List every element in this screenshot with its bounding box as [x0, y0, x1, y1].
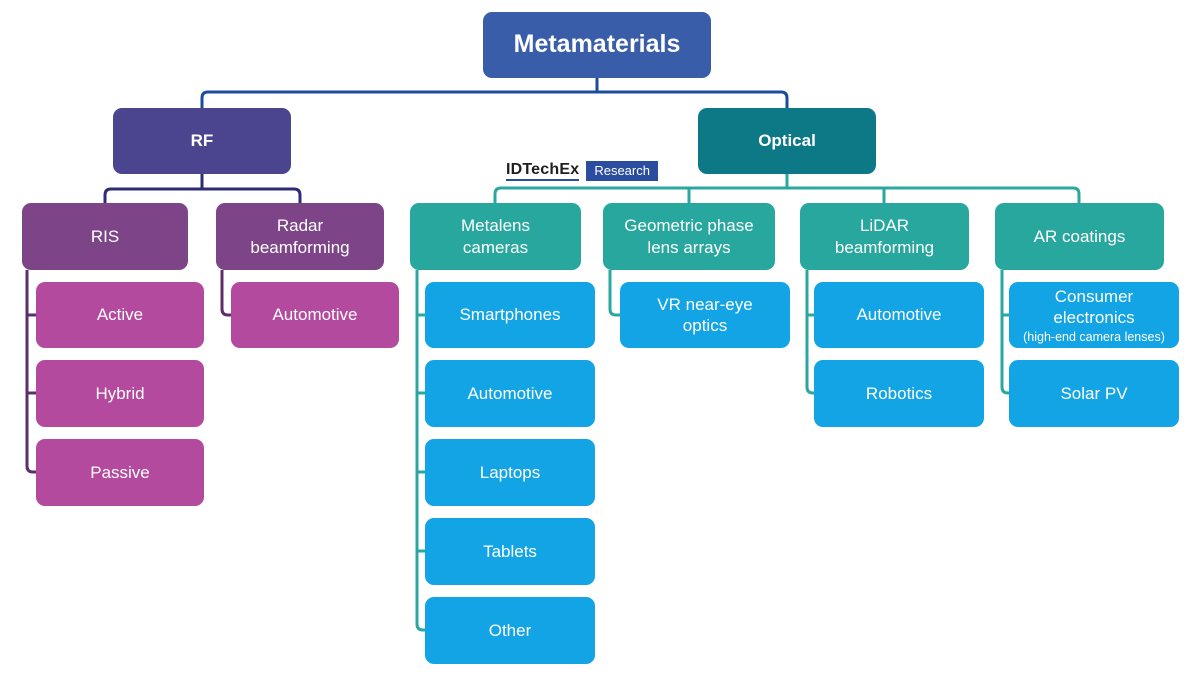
node-tablets: Tablets — [425, 518, 595, 585]
node-label: Laptops — [479, 462, 541, 482]
node-label: Tablets — [483, 541, 537, 561]
idtechex-logo: IDTechEx Research — [506, 159, 658, 183]
node-label: Metamaterials — [513, 30, 681, 59]
node-label: RIS — [90, 226, 120, 246]
node-label: VR near-eye optics — [657, 294, 753, 335]
node-label: Consumer electronics — [1053, 287, 1135, 328]
node-vr-near-eye-optics: VR near-eye optics — [620, 282, 790, 348]
idtechex-brand-text: IDTechEx — [506, 161, 580, 181]
node-other: Other — [425, 597, 595, 664]
node-ar-coatings: AR coatings — [995, 203, 1164, 270]
node-label: RF — [190, 131, 214, 151]
node-sublabel: (high-end camera lenses) — [1023, 329, 1165, 344]
node-label: Passive — [90, 462, 150, 482]
node-active: Active — [36, 282, 204, 348]
node-radar-beamforming: Radar beamforming — [216, 203, 384, 270]
node-radar-automotive: Automotive — [231, 282, 399, 348]
node-label: Active — [96, 305, 144, 325]
node-ris: RIS — [22, 203, 188, 270]
node-geometric-phase-lens-arrays: Geometric phase lens arrays — [603, 203, 775, 270]
node-label: Geometric phase lens arrays — [624, 216, 754, 257]
node-hybrid: Hybrid — [36, 360, 204, 427]
node-label: Smartphones — [459, 305, 561, 325]
node-label: Automotive — [856, 305, 942, 325]
node-rf: RF — [113, 108, 291, 174]
node-lidar-automotive: Automotive — [814, 282, 984, 348]
node-smartphones: Smartphones — [425, 282, 595, 348]
node-consumer-electronics: Consumer electronics (high-end camera le… — [1009, 282, 1179, 348]
node-label: Automotive — [272, 305, 358, 325]
node-metalens-cameras: Metalens cameras — [410, 203, 581, 270]
node-robotics: Robotics — [814, 360, 984, 427]
node-label: LiDAR beamforming — [834, 216, 935, 257]
node-label: Hybrid — [95, 383, 145, 403]
node-solar-pv: Solar PV — [1009, 360, 1179, 427]
node-label: Solar PV — [1060, 383, 1128, 403]
node-laptops: Laptops — [425, 439, 595, 506]
node-passive: Passive — [36, 439, 204, 506]
node-label: Radar beamforming — [250, 216, 350, 257]
node-label: Robotics — [865, 383, 933, 403]
node-label: Optical — [758, 131, 816, 151]
node-label: Other — [488, 620, 532, 640]
node-metalens-automotive: Automotive — [425, 360, 595, 427]
node-label: Automotive — [467, 383, 553, 403]
idtechex-research-badge: Research — [586, 161, 658, 181]
node-label: AR coatings — [1033, 226, 1126, 246]
node-metamaterials: Metamaterials — [483, 12, 711, 78]
node-label: Metalens cameras — [461, 216, 530, 257]
node-lidar-beamforming: LiDAR beamforming — [800, 203, 969, 270]
node-optical: Optical — [698, 108, 876, 174]
